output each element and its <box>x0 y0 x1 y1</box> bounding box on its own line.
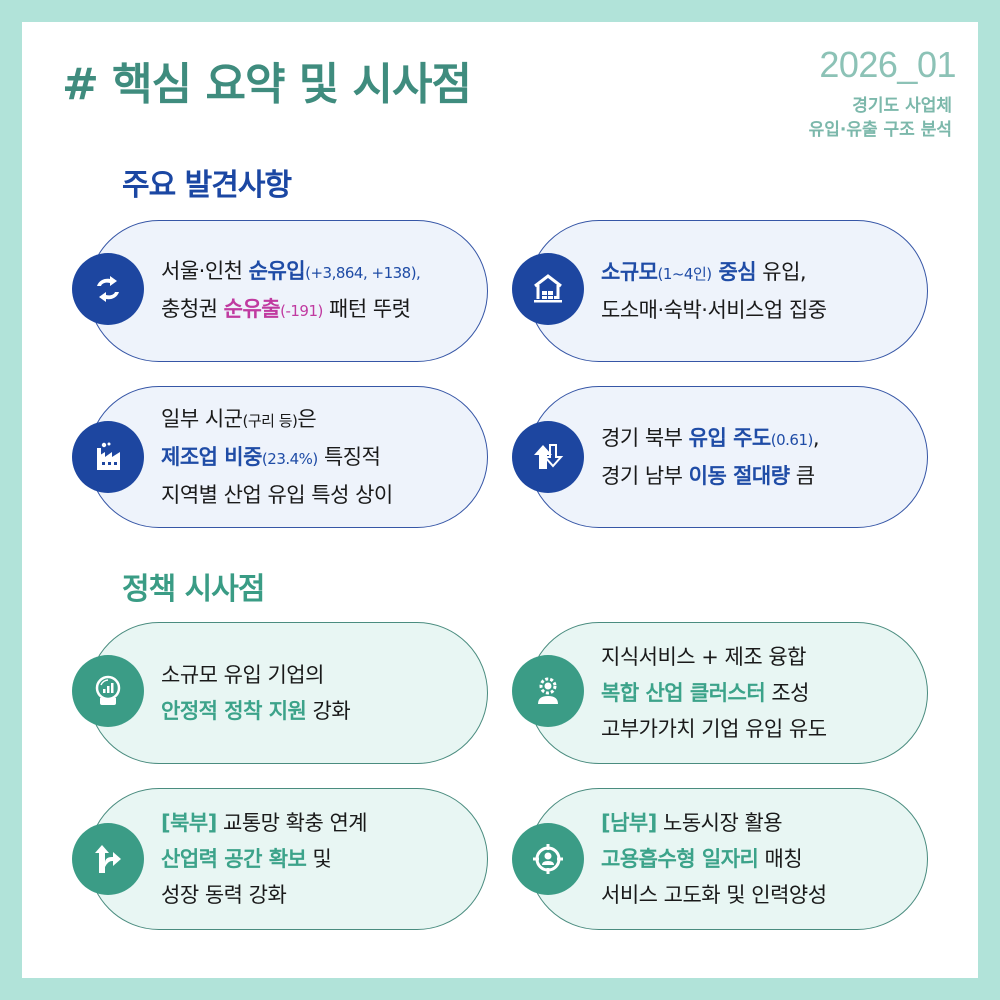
finding-text: 소규모(1~4인) 중심 유입, 도소매·숙박·서비스업 집중 <box>601 221 897 361</box>
outflow-value: (-191) <box>280 302 323 320</box>
text: , <box>812 426 820 450</box>
text: 큼 <box>789 464 815 488</box>
policy-text: [남부] 노동시장 활용 고용흡수형 일자리 매칭 서비스 고도화 및 인력양성 <box>601 789 897 929</box>
highlight-small-scale: 소규모 <box>601 260 658 284</box>
highlight-focus: 중심 <box>711 260 757 284</box>
highlight-inflow-lead: 유입 주도 <box>688 426 772 450</box>
text-line: 산업력 공간 확보 및 <box>161 841 457 877</box>
text: 매칭 <box>758 847 803 871</box>
policy-card-3: [북부] 교통망 확충 연계 산업력 공간 확보 및 성장 동력 강화 <box>88 788 488 930</box>
text: 소규모 유입 기업의 <box>161 663 324 687</box>
policy-text: 소규모 유입 기업의 안정적 정착 지원 강화 <box>161 623 457 763</box>
text-line: 안정적 정착 지원 강화 <box>161 693 457 729</box>
text-line: 소규모 유입 기업의 <box>161 657 457 693</box>
subtitle-line-1: 경기도 사업체 <box>852 96 952 116</box>
text-line: 경기 남부 이동 절대량 큼 <box>601 458 897 494</box>
text-line: 일부 시군(구리 등)은 <box>161 401 457 439</box>
highlight-job-absorption: 고용흡수형 일자리 <box>601 847 759 871</box>
text: 고부가가치 기업 유입 유도 <box>601 717 827 741</box>
text-line: 지역별 산업 유입 특성 상이 <box>161 477 457 513</box>
text: 서울·인천 <box>161 259 249 283</box>
inflow-ratio: (0.61) <box>770 431 814 449</box>
text-line: [북부] 교통망 확충 연계 <box>161 805 457 841</box>
text-line: 지식서비스 + 제조 융합 <box>601 639 897 675</box>
highlight-industrial-cluster: 복합 산업 클러스터 <box>601 681 766 705</box>
example-region: (구리 등) <box>242 412 298 430</box>
text-line: 서울·인천 순유입(+3,864, +138), <box>161 253 457 291</box>
text: 및 <box>306 847 332 871</box>
text: 서비스 고도화 및 인력양성 <box>601 883 827 907</box>
highlight-manufacturing-share: 제조업 비중 <box>161 445 262 469</box>
subtitle-line-2: 유입·유출 구조 분석 <box>808 120 952 140</box>
policy-card-2: 지식서비스 + 제조 융합 복합 산업 클러스터 조성 고부가가치 기업 유입 … <box>528 622 928 764</box>
text: 도소매·숙박·서비스업 집중 <box>601 298 827 322</box>
text-line: [남부] 노동시장 활용 <box>601 805 897 841</box>
text-line: 도소매·숙박·서비스업 집중 <box>601 292 897 328</box>
text-line: 복합 산업 클러스터 조성 <box>601 675 897 711</box>
text: 교통망 확충 연계 <box>216 811 368 835</box>
text: 경기 남부 <box>601 464 689 488</box>
finding-card-4: 경기 북부 유입 주도(0.61), 경기 남부 이동 절대량 큼 <box>528 386 928 528</box>
finding-card-1: 서울·인천 순유입(+3,864, +138), 충청권 순유출(-191) 패… <box>88 220 488 362</box>
text-line: 경기 북부 유입 주도(0.61), <box>601 420 897 458</box>
findings-section-title: 주요 발견사항 <box>122 168 292 203</box>
policy-text: [북부] 교통망 확충 연계 산업력 공간 확보 및 성장 동력 강화 <box>161 789 457 929</box>
policy-section-title: 정책 시사점 <box>122 572 265 607</box>
text: 강화 <box>306 699 351 723</box>
highlight-net-inflow: 순유입 <box>248 259 306 283</box>
text: 성장 동력 강화 <box>161 883 287 907</box>
text-line: 제조업 비중(23.4%) 특징적 <box>161 439 457 477</box>
finding-card-3: 일부 시군(구리 등)은 제조업 비중(23.4%) 특징적 지역별 산업 유입… <box>88 386 488 528</box>
highlight-net-outflow: 순유출 <box>223 297 281 321</box>
inflow-values: (+3,864, +138), <box>305 264 421 282</box>
factory-icon <box>72 421 144 493</box>
text: 유입, <box>756 260 807 284</box>
text-line: 소규모(1~4인) 중심 유입, <box>601 254 897 292</box>
text: 조성 <box>765 681 810 705</box>
manufacturing-percent: (23.4%) <box>261 450 318 468</box>
text-line: 충청권 순유출(-191) 패턴 뚜렷 <box>161 291 457 329</box>
text-line: 성장 동력 강화 <box>161 877 457 913</box>
text: 경기 북부 <box>601 426 689 450</box>
policy-card-1: 소규모 유입 기업의 안정적 정착 지원 강화 <box>88 622 488 764</box>
text-line: 고부가가치 기업 유입 유도 <box>601 711 897 747</box>
report-subtitle: 경기도 사업체 유입·유출 구조 분석 <box>809 94 952 142</box>
text: 지역별 산업 유입 특성 상이 <box>161 483 393 507</box>
highlight-settlement-support: 안정적 정착 지원 <box>161 699 307 723</box>
size-range: (1~4인) <box>657 265 712 283</box>
text: 특징적 <box>317 445 381 469</box>
text: 일부 시군 <box>161 407 243 431</box>
finding-text: 일부 시군(구리 등)은 제조업 비중(23.4%) 특징적 지역별 산업 유입… <box>161 387 457 527</box>
up-down-arrows-icon <box>512 421 584 493</box>
highlight-industrial-space: 산업력 공간 확보 <box>161 847 307 871</box>
page-title: # 핵심 요약 및 시사점 <box>62 59 472 110</box>
finding-text: 서울·인천 순유입(+3,864, +138), 충청권 순유출(-191) 패… <box>161 221 457 361</box>
growth-globe-icon <box>72 655 144 727</box>
policy-text: 지식서비스 + 제조 융합 복합 산업 클러스터 조성 고부가가치 기업 유입 … <box>601 623 897 763</box>
text: 노동시장 활용 <box>656 811 783 835</box>
finding-card-2: 소규모(1~4인) 중심 유입, 도소매·숙박·서비스업 집중 <box>528 220 928 362</box>
text-line: 서비스 고도화 및 인력양성 <box>601 877 897 913</box>
report-code: 2026_01 <box>819 44 956 85</box>
text-line: 고용흡수형 일자리 매칭 <box>601 841 897 877</box>
region-tag-south: [남부] <box>601 811 657 835</box>
exchange-arrows-icon <box>72 253 144 325</box>
text: 충청권 <box>161 297 224 321</box>
target-person-icon <box>512 823 584 895</box>
region-tag-north: [북부] <box>161 811 217 835</box>
warehouse-icon <box>512 253 584 325</box>
highlight-movement-volume: 이동 절대량 <box>688 464 790 488</box>
finding-text: 경기 북부 유입 주도(0.61), 경기 남부 이동 절대량 큼 <box>601 387 897 527</box>
policy-card-4: [남부] 노동시장 활용 고용흡수형 일자리 매칭 서비스 고도화 및 인력양성 <box>528 788 928 930</box>
gear-person-icon <box>512 655 584 727</box>
text: 지식서비스 + 제조 융합 <box>601 645 807 669</box>
text: 패턴 뚜렷 <box>322 297 411 321</box>
text: 은 <box>297 407 317 431</box>
route-split-arrow-icon <box>72 823 144 895</box>
